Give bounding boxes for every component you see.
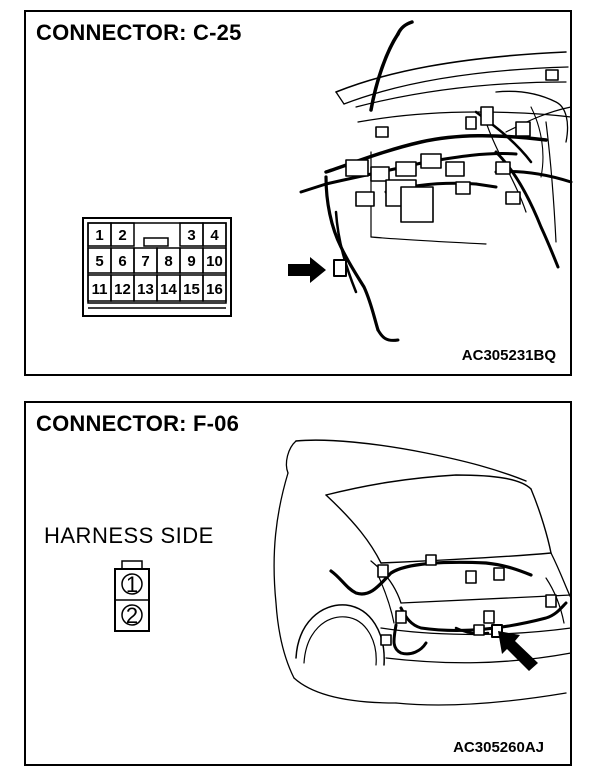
figure-code: AC305231BQ xyxy=(461,347,556,364)
pin-label: 13 xyxy=(137,281,154,298)
pin-label: 5 xyxy=(95,253,103,270)
pin-label: 1 xyxy=(95,227,103,244)
pin-label: 15 xyxy=(183,281,200,298)
pin-label: 1 xyxy=(126,572,138,597)
car-rear-illustration xyxy=(273,439,572,706)
pin-label: 14 xyxy=(160,281,177,298)
connector-c25-panel: CONNECTOR: C-25 1 2 3 4 xyxy=(24,10,573,376)
dashboard-harness-illustration xyxy=(299,20,573,342)
two-pin-connector xyxy=(114,560,150,632)
pin-label: 8 xyxy=(164,253,172,270)
pin-label: 9 xyxy=(187,253,195,270)
connector-f06-panel: CONNECTOR: F-06 HARNESS SIDE 1 2 xyxy=(24,401,572,766)
pin-label: 12 xyxy=(114,281,131,298)
pin-label: 11 xyxy=(92,281,108,298)
panel-title: CONNECTOR: F-06 xyxy=(36,411,240,436)
pin-label: 7 xyxy=(141,253,149,270)
pin-label: 2 xyxy=(118,227,126,244)
pin-row-3: 11 12 13 14 15 16 xyxy=(87,274,227,302)
connector-c25-face: 1 2 3 4 5 6 7 8 9 10 11 xyxy=(82,20,573,342)
pin-label: 3 xyxy=(187,227,195,244)
pin-label: 2 xyxy=(126,603,138,628)
pin-label: 16 xyxy=(206,281,223,298)
pointer-arrow xyxy=(498,631,538,671)
connector-f06-face: 1 2 xyxy=(114,439,572,706)
pin-row-1: 1 2 3 4 xyxy=(87,222,227,247)
pointer-arrow xyxy=(288,257,326,283)
pin-label: 4 xyxy=(210,227,219,244)
pin-row-2: 5 6 7 8 9 10 xyxy=(87,247,227,274)
panel-title: CONNECTOR: C-25 xyxy=(36,20,242,45)
pin-label: 10 xyxy=(206,253,223,270)
pin-label: 6 xyxy=(118,253,126,270)
figure-code: AC305260AJ xyxy=(453,739,544,756)
harness-side-label: HARNESS SIDE xyxy=(44,523,214,548)
